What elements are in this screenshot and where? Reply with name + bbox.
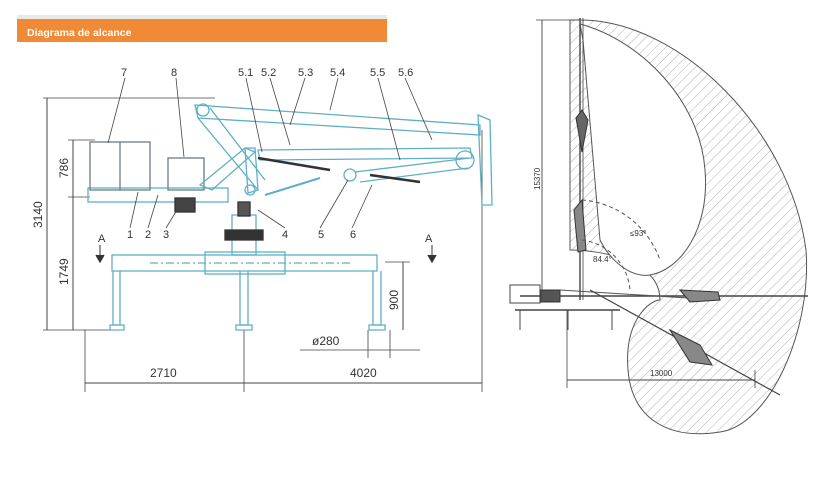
dim-upper-height: 786 [57,158,71,178]
reach-envelope-view [509,18,808,435]
part-label-4: 4 [282,229,288,241]
dim-left-span: 2710 [150,366,177,380]
part-number-labels: 7 8 5.1 5.2 5.3 5.4 5.5 5.6 1 2 3 4 5 6 … [98,67,433,245]
upper-angle-label: ≤93° [630,229,647,238]
part-label-6: 6 [350,229,356,241]
lower-angle-label: 84.4° [593,255,612,264]
part-label-7: 7 [121,67,127,79]
part-label-5-3: 5.3 [298,67,313,79]
dim-right-span: 4020 [350,366,377,380]
section-title: Diagrama de alcance [27,27,132,39]
section-label-left: A [98,233,106,245]
part-label-3: 3 [163,229,169,241]
dim-overall-height: 3140 [31,201,45,228]
part-label-8: 8 [171,67,177,79]
part-label-2: 2 [145,229,151,241]
part-label-1: 1 [127,229,133,241]
section-label-right: A [425,233,433,245]
pump-side-view [43,77,493,392]
part-label-5-4: 5.4 [330,67,345,79]
reach-labels: 15370 13000 ≤93° 84.4° [533,167,673,378]
part-label-5: 5 [318,229,324,241]
header-rule [17,15,387,19]
dimension-labels: 3140 786 1749 900 ø280 2710 4020 [31,158,401,380]
vertical-reach-label: 15370 [533,167,542,190]
part-label-5-6: 5.6 [398,67,413,79]
part-label-5-2: 5.2 [261,67,276,79]
dim-lower-height: 1749 [57,258,71,285]
inner-lobe [579,23,707,276]
section-header: Diagrama de alcance [17,15,387,42]
dim-leg-pad: ø280 [312,334,340,348]
part-label-5-1: 5.1 [238,67,253,79]
dim-leg-height: 900 [387,290,401,310]
part-label-5-5: 5.5 [370,67,385,79]
horizontal-reach-label: 13000 [650,369,673,378]
